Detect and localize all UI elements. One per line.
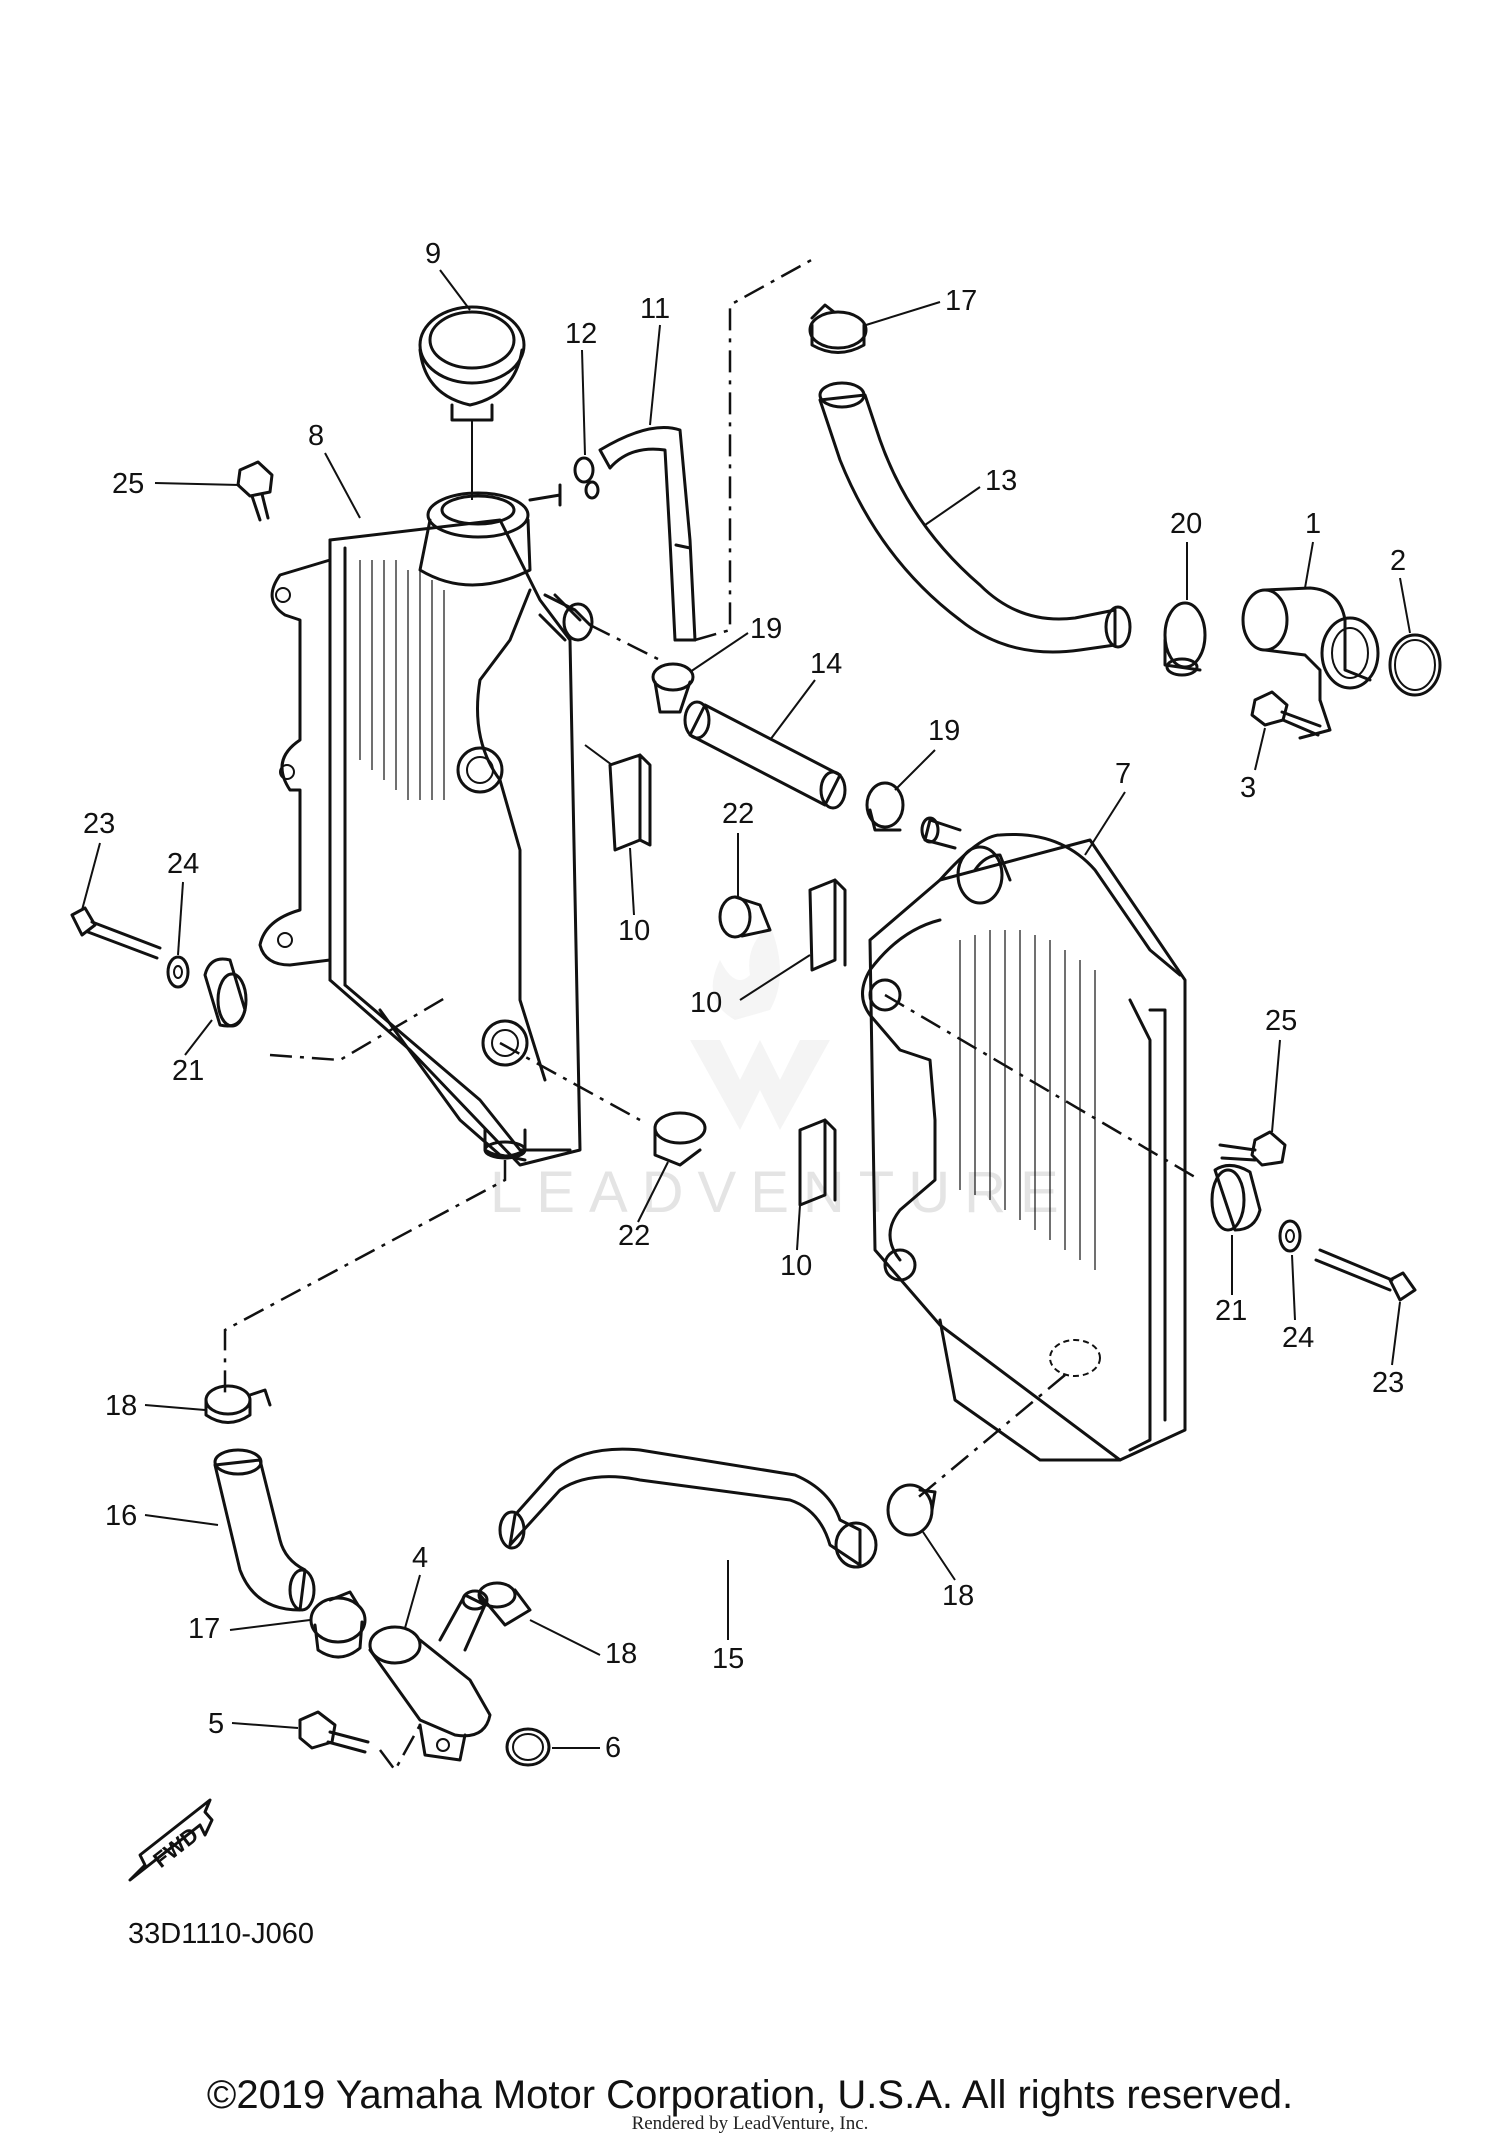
bolt-5[interactable] <box>298 1710 370 1754</box>
callout-label: 19 <box>928 715 960 747</box>
callout-label: 15 <box>712 1643 744 1675</box>
upper-hose[interactable] <box>818 381 1132 654</box>
washer-right[interactable] <box>1278 1219 1302 1253</box>
watermark-logo <box>690 925 830 1130</box>
callout-label: 25 <box>112 468 144 500</box>
elbow-fitting[interactable] <box>1241 586 1380 740</box>
callout-label: 1 <box>1305 508 1321 540</box>
callout-label: 22 <box>618 1220 650 1252</box>
bolt-25-right[interactable] <box>1218 1130 1287 1167</box>
callout-label: 21 <box>1215 1295 1247 1327</box>
bolt-25-top[interactable] <box>236 460 274 522</box>
collar-upper[interactable] <box>718 895 772 939</box>
callout-label: 20 <box>1170 508 1202 540</box>
callout-label: 24 <box>1282 1322 1314 1354</box>
callout-label: 2 <box>1390 545 1406 577</box>
hose-clamp-18-center[interactable] <box>477 1581 532 1627</box>
bolt-3[interactable] <box>1250 690 1322 737</box>
callout-label: 22 <box>722 798 754 830</box>
hose-clamp-18-right[interactable] <box>886 1483 937 1537</box>
callout-label: 14 <box>810 648 842 680</box>
callout-label: 12 <box>565 318 597 350</box>
grommet-right[interactable] <box>1210 1164 1262 1232</box>
connecting-pipe[interactable] <box>683 700 847 810</box>
grommet-left[interactable] <box>203 957 248 1028</box>
hose-clamp-17-lower[interactable] <box>309 1590 367 1659</box>
collar-lower[interactable] <box>653 1111 707 1167</box>
callout-label: 3 <box>1240 772 1256 804</box>
hose-clamp-19-upper[interactable] <box>651 662 695 714</box>
callout-label: 18 <box>105 1390 137 1422</box>
callout-label: 8 <box>308 420 324 452</box>
callout-label: 7 <box>1115 758 1131 790</box>
washer-left[interactable] <box>166 955 190 989</box>
fwd-arrow-icon: FWD <box>128 1798 214 1882</box>
callout-label: 11 <box>640 293 670 325</box>
callout-label: 13 <box>985 465 1017 497</box>
diagram-code: 33D1110-J060 <box>128 1918 314 1950</box>
callout-label: 23 <box>83 808 115 840</box>
callout-label: 10 <box>780 1250 812 1282</box>
bolt-23-left[interactable] <box>70 906 162 960</box>
radiator-guard-lower[interactable] <box>798 1118 837 1207</box>
callout-label: 24 <box>167 848 199 880</box>
left-radiator[interactable] <box>258 483 594 1167</box>
callout-label: 10 <box>618 915 650 947</box>
callout-label: 16 <box>105 1500 137 1532</box>
watermark-text: LEADVENTURE <box>490 1160 1073 1225</box>
callout-label: 9 <box>425 238 441 270</box>
lower-hose-15[interactable] <box>498 1447 878 1569</box>
callouts: 9 11 12 17 25 8 13 20 1 2 19 14 <box>81 238 1411 1764</box>
rendered-by-credit: Rendered by LeadVenture, Inc. <box>631 2113 869 2134</box>
callout-label: 25 <box>1265 1005 1297 1037</box>
o-ring[interactable] <box>1388 633 1442 697</box>
left-radiator-fins <box>359 560 445 800</box>
hose-fitting[interactable] <box>368 1589 492 1762</box>
hose-clip[interactable] <box>573 456 600 500</box>
callout-label: 23 <box>1372 1367 1404 1399</box>
callout-label: 21 <box>172 1055 204 1087</box>
o-ring-6[interactable] <box>505 1727 551 1767</box>
right-radiator[interactable] <box>861 816 1187 1462</box>
callout-label: 6 <box>605 1732 621 1764</box>
hose-clamp-19-lower[interactable] <box>865 781 905 832</box>
callout-label: 4 <box>412 1542 428 1574</box>
radiator-guard-center[interactable] <box>808 878 847 972</box>
hose-clamp-18-left[interactable] <box>204 1384 272 1424</box>
hose-clamp-20[interactable] <box>1163 601 1207 677</box>
callout-label: 18 <box>942 1580 974 1612</box>
callout-label: 10 <box>690 987 722 1019</box>
callout-label: 17 <box>945 285 977 317</box>
callout-label: 18 <box>605 1638 637 1670</box>
copyright-notice: ©2019 Yamaha Motor Corporation, U.S.A. A… <box>206 2073 1294 2117</box>
callout-label: 19 <box>750 613 782 645</box>
bolt-23-right[interactable] <box>1314 1248 1417 1302</box>
hose-clamp-top[interactable] <box>808 303 868 354</box>
callout-label: 5 <box>208 1708 224 1740</box>
radiator-guard-left[interactable] <box>584 744 652 852</box>
callout-label: 17 <box>188 1613 220 1645</box>
radiator-cap[interactable] <box>418 305 526 500</box>
lower-hose-16[interactable] <box>213 1448 316 1612</box>
overflow-hose[interactable] <box>598 426 697 642</box>
